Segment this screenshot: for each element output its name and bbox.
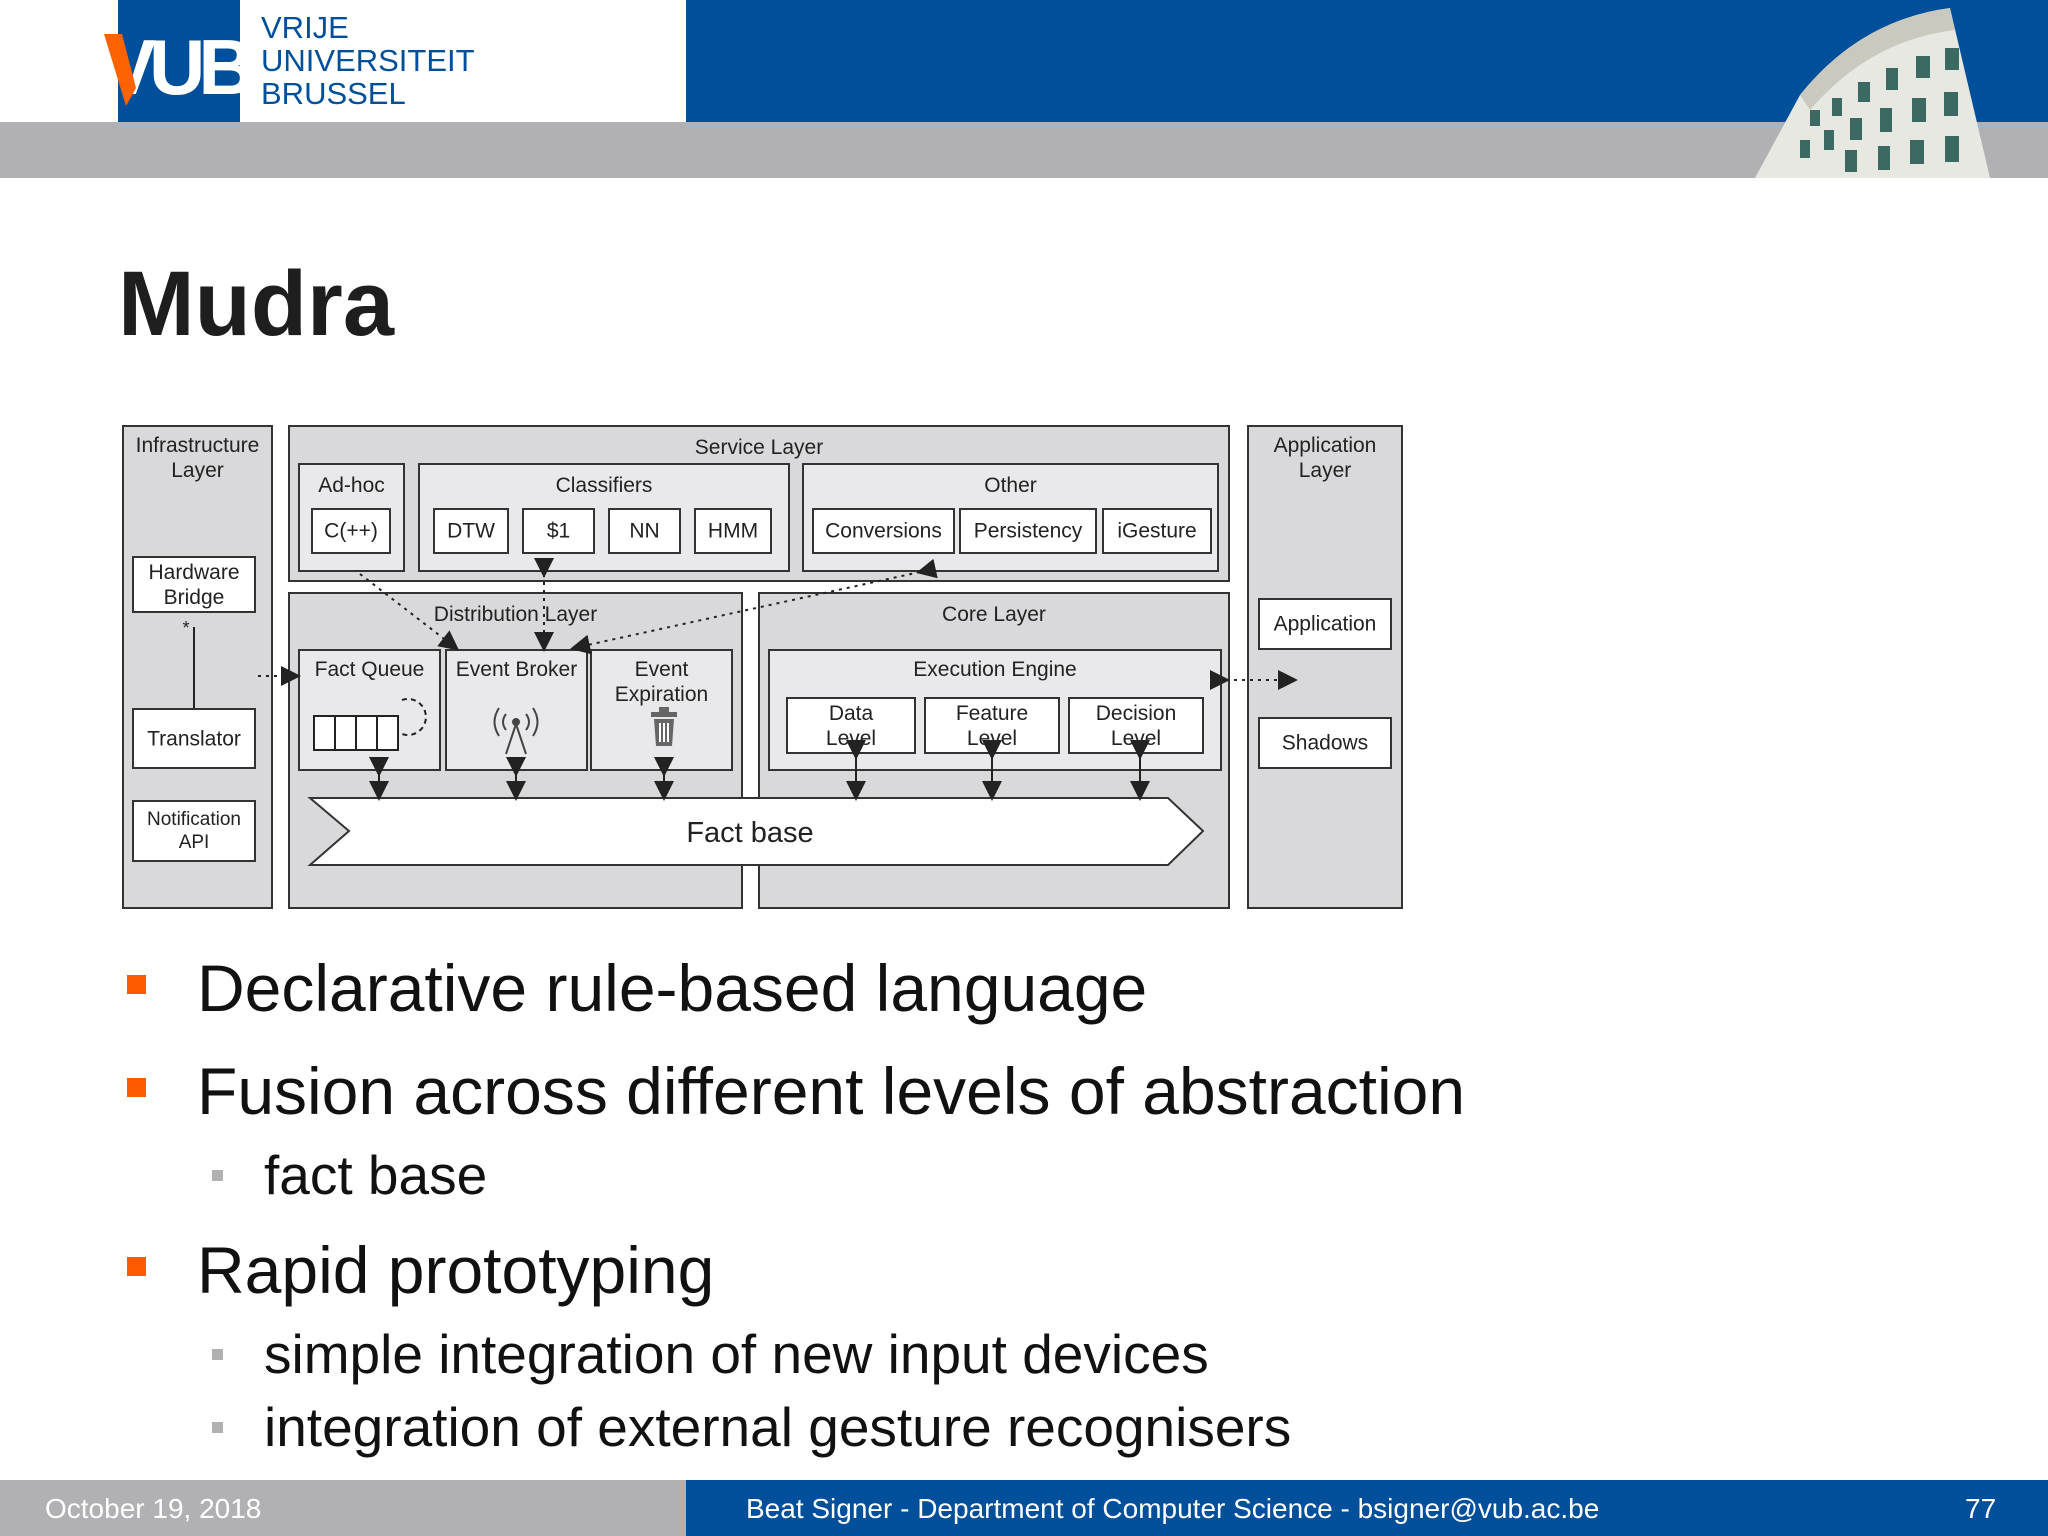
application-layer-title: Application Layer [1273, 434, 1377, 482]
building-photo-icon [1755, 8, 1990, 178]
bullet-3-text: Rapid prototyping [197, 1233, 715, 1307]
feature-level-label: Feature Level [955, 701, 1029, 750]
footer-author: Beat Signer - Department of Computer Sci… [746, 1493, 1600, 1524]
sub-bullet-marker [212, 1422, 223, 1433]
cpp-box: C(++) [311, 508, 391, 554]
notification-api-box: Notification API [132, 800, 256, 862]
feature-level-box: Feature Level [924, 697, 1060, 754]
fact-queue-box: Fact Queue [298, 649, 441, 771]
other-igesture: iGesture [1102, 508, 1212, 554]
bullet-marker [127, 1257, 146, 1276]
bullet-marker [127, 975, 146, 994]
header-gray-band [0, 122, 2048, 178]
adhoc-title: Ad-hoc [318, 474, 385, 497]
university-name-line-1: VRIJE [261, 10, 349, 45]
event-expiration-box: Event Expiration [590, 649, 733, 771]
trash-icon [651, 707, 677, 746]
application-layer: Application Layer [1247, 425, 1403, 909]
shadows-label: Shadows [1281, 731, 1369, 755]
core-layer-title: Core Layer [942, 603, 1046, 626]
event-broker-box: Event Broker [445, 649, 588, 771]
decision-level-box: Decision Level [1068, 697, 1204, 754]
other-conversions-label: Conversions [825, 519, 942, 543]
bullet-2-text: Fusion across different levels of abstra… [197, 1054, 1466, 1128]
sub-bullet-marker [212, 1170, 223, 1181]
classifier-hmm-label: HMM [707, 519, 759, 543]
fact-base-label: Fact base [686, 817, 814, 849]
classifier-dollar1-label: $1 [546, 519, 571, 543]
core-layer: Core Layer [758, 592, 1230, 909]
bullet-marker [127, 1078, 146, 1097]
application-label: Application [1273, 612, 1377, 636]
bullet-2-sub-1-text: fact base [264, 1144, 488, 1206]
infrastructure-layer: Infrastructure Layer [122, 425, 273, 909]
footer-page-number: 77 [1965, 1493, 1997, 1524]
distribution-layer-title: Distribution Layer [433, 603, 598, 626]
footer-gray-band [0, 1480, 686, 1536]
fact-base-shape [307, 797, 1205, 866]
adhoc-broker-arrow [359, 573, 460, 651]
vub-logo: VUB [104, 20, 244, 110]
service-layer: Service Layer [288, 425, 1230, 582]
execution-engine-label: Execution Engine [913, 658, 1077, 681]
sub-bullet-marker [212, 1349, 223, 1360]
other-group: Other [802, 463, 1219, 572]
other-conversions: Conversions [812, 508, 955, 554]
data-level-label: Data Level [825, 701, 877, 750]
event-broker-label: Event Broker [455, 658, 578, 681]
service-layer-title: Service Layer [694, 436, 824, 459]
bullet-3-sub-2-text: integration of external gesture recognis… [264, 1396, 1292, 1458]
translator-label: Translator [147, 727, 241, 750]
bullet-3-sub-1-text: simple integration of new input devices [264, 1323, 1209, 1385]
cpp-label: C(++) [324, 519, 378, 543]
infrastructure-layer-title: Infrastructure Layer [135, 434, 260, 482]
hardware-bridge-box: Hardware Bridge [132, 556, 256, 613]
translator-box: Translator [132, 708, 256, 769]
classifier-hmm: HMM [694, 508, 772, 554]
other-igesture-label: iGesture [1117, 519, 1197, 543]
classifier-dtw: DTW [433, 508, 509, 554]
footer-blue-band [686, 1480, 2048, 1536]
multiplicity-label: * [182, 618, 190, 638]
shadows-box: Shadows [1258, 717, 1392, 769]
distribution-layer: Distribution Layer [288, 592, 743, 909]
application-box: Application [1258, 598, 1392, 650]
other-persistency-label: Persistency [973, 519, 1083, 543]
notification-api-label: Notification API [147, 809, 241, 853]
university-name-line-2: UNIVERSITEIT [261, 43, 475, 78]
page-title: Mudra [118, 253, 394, 355]
broadcast-antenna-icon [493, 707, 539, 755]
vub-logo-v-accent-icon [104, 34, 136, 106]
classifiers-title: Classifiers [555, 474, 653, 497]
other-persistency: Persistency [959, 508, 1097, 554]
hardware-bridge-label: Hardware Bridge [148, 560, 240, 609]
bullet-1-text: Declarative rule-based language [197, 951, 1148, 1025]
vub-logo-box [118, 0, 240, 122]
data-level-box: Data Level [786, 697, 916, 754]
other-title: Other [984, 474, 1037, 497]
decision-level-label: Decision Level [1095, 701, 1177, 750]
fact-queue-label: Fact Queue [314, 658, 425, 681]
event-expiration-label: Event Expiration [614, 658, 709, 706]
classifier-dollar1: $1 [522, 508, 595, 554]
classifier-dtw-label: DTW [447, 519, 495, 543]
execution-engine-box: Execution Engine [768, 649, 1222, 771]
classifiers-group: Classifiers [418, 463, 790, 572]
classifier-nn-label: NN [629, 519, 660, 543]
other-broker-arrow [570, 558, 938, 655]
footer-date: October 19, 2018 [45, 1493, 262, 1524]
queue-icon [313, 698, 427, 751]
university-name-line-3: BRUSSEL [261, 76, 406, 111]
adhoc-group: Ad-hoc [298, 463, 405, 572]
classifier-nn: NN [608, 508, 681, 554]
